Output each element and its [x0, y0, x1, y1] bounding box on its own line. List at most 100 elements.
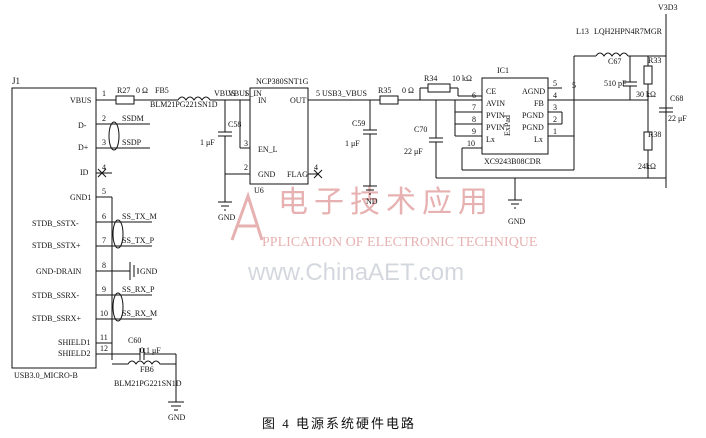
ic1-pin-number: 7: [472, 103, 476, 112]
connector-j1: J1 USB3.0_MICRO-B VBUS D- D+ ID GND1 STD…: [11, 76, 112, 380]
ic1-pin-name: AGND: [522, 87, 545, 96]
c59-value: 1 μF: [345, 139, 360, 148]
r33-ref: R33: [648, 56, 661, 65]
l13-part: LQH2HPN4R7MGR: [594, 27, 663, 36]
ic1-pin-name: FB: [534, 99, 544, 108]
c67-capacitor: C67 510 pF: [562, 56, 648, 101]
j1-pin-name: STDB_SSTX+: [32, 241, 81, 250]
c70-capacitor: C70 22 μF: [404, 100, 443, 178]
l13-inductor: L13 LQH2HPN4R7MGR: [573, 27, 666, 136]
c58-capacitor: C58 1 μF GND: [200, 100, 250, 222]
ic1-pin-name: PGND: [522, 111, 544, 120]
c70-value: 22 μF: [404, 147, 423, 156]
ic1-pin-number: 9: [472, 127, 476, 136]
j1-pin-number: 8: [102, 261, 106, 270]
net-ssdp: SSDP: [122, 138, 142, 147]
c60-capacitor: C60 0.1 μF: [112, 336, 176, 360]
net-ss-rx-p: SS_RX_P: [122, 285, 155, 294]
gnd-label: GND: [140, 267, 158, 276]
j1-pin-number: 9: [102, 285, 106, 294]
fb6-ref: FB6: [140, 365, 154, 374]
j1-pin-number: 1: [102, 89, 106, 98]
u6-pin-name: FLAG: [287, 170, 308, 179]
j1-pin-number: 10: [100, 309, 108, 318]
ic1-pin-number: 6: [472, 91, 476, 100]
ic1-pin-name: AVIN: [486, 99, 505, 108]
c68-capacitor: C68 22 μF: [604, 94, 687, 179]
gnd-label: GND: [508, 217, 526, 226]
watermark: 电子技术应用 PPLICATION OF ELECTRONIC TECHNIQU…: [230, 186, 537, 286]
j1-pin-number: 11: [100, 333, 108, 342]
l13-ref: L13: [576, 27, 589, 36]
ic1-pin-number: 4: [553, 91, 557, 100]
j1-pin-name: D+: [78, 143, 89, 152]
net-usb3-vbus: USB3_VBUS: [322, 89, 367, 98]
c60-value: 0.1 μF: [140, 346, 161, 355]
ic1-part: XC9243B08CDR: [484, 157, 542, 166]
ic1-epad: ExPad: [503, 115, 512, 136]
net-ssdm: SSDM: [122, 114, 144, 123]
r35-value: 0 Ω: [402, 86, 414, 95]
c59-capacitor: C59 1 μF ND: [345, 100, 378, 206]
j1-pin-number: 12: [100, 344, 108, 353]
ic1-pin-name: PVIN: [486, 111, 505, 120]
r27-resistor: R27 0 Ω: [112, 86, 148, 105]
ic1-buck-converter: IC1 XC9243B08CDR ExPad CE AVIN PVIN PVIN…: [436, 66, 604, 226]
u6-pin-name: EN_L: [258, 145, 278, 154]
r38-ref: R38: [648, 130, 661, 139]
fb6-ferrite-bead: FB6 BLM21PG221SN1D GND: [112, 354, 186, 422]
j1-pin-name: STDB_SSRX+: [32, 314, 81, 323]
fb6-part: BLM21PG221SN1D: [114, 379, 182, 388]
u6-pin-number: 2: [244, 163, 248, 172]
u6-pin-name: OUT: [290, 96, 307, 105]
ic1-pin-name: Lx: [486, 135, 495, 144]
c59-ref: C59: [352, 119, 365, 128]
u6-pin-number: 5: [316, 89, 320, 98]
figure-caption: 图 4 电源系统硬件电路: [262, 416, 416, 431]
u6-pin-number: 4: [314, 163, 318, 172]
watermark-cn: 电子技术应用: [278, 186, 494, 219]
ic1-pin-number: 10: [467, 139, 475, 148]
u6-pin-number: 1: [244, 89, 248, 98]
j1-pin-number: 4: [102, 163, 106, 172]
ic1-pin-number: 8: [472, 115, 476, 124]
c67-value: 510 pF: [604, 79, 627, 88]
c68-value: 22 μF: [668, 114, 687, 123]
j1-pin-name: D-: [78, 121, 87, 130]
ic1-pin-name: PVIN: [486, 123, 505, 132]
r27-ref: R27: [117, 86, 130, 95]
ic1-pin-number: 2: [553, 115, 557, 124]
u6-part: NCP380SNT1G: [256, 77, 309, 86]
net-ss-tx-p: SS_TX_P: [122, 236, 155, 245]
j1-pin-number: 2: [102, 114, 106, 123]
fb5-ref: FB5: [155, 86, 169, 95]
fb5-ferrite-bead: FB5 BLM21PG221SN1D VBUS VBUS_IN: [134, 86, 262, 109]
j1-pin-number: 3: [102, 138, 106, 147]
ic1-body: [481, 77, 549, 155]
u6-ref: U6: [254, 186, 264, 195]
usb3-vbus-net: USB3_VBUS: [308, 89, 380, 101]
gnd-label: GND: [168, 413, 186, 422]
r38-resistor: R38 24kΩ: [638, 130, 661, 178]
ic1-pin-name: CE: [486, 87, 496, 96]
r33-value: 30 kΩ: [636, 90, 656, 99]
gnd-label: GND: [218, 213, 236, 222]
ic1-pin-name: PGND: [522, 123, 544, 132]
ic1-pin-number: 5: [553, 79, 557, 88]
c58-value: 1 μF: [200, 138, 215, 147]
u6-pin-number: 3: [244, 139, 248, 148]
r38-value: 24kΩ: [638, 162, 656, 171]
j1-pin-number: 5: [102, 187, 106, 196]
j1-pin-name: GND-DRAIN: [36, 267, 82, 276]
net-vbus-in: VBUS_IN: [228, 89, 262, 98]
gnd-partial-label: ND: [366, 197, 378, 206]
r34-value: 10 kΩ: [452, 74, 472, 83]
j1-pin-number: 7: [102, 236, 106, 245]
ic1-ref: IC1: [497, 66, 509, 75]
connector-j1-body: [11, 87, 97, 369]
r33-resistor: R33 30 kΩ: [636, 56, 661, 132]
j1-nets: SSDM SSDP SS_TX_M SS_TX_P GND SS_RX_P SS…: [97, 114, 158, 360]
j1-pin-name: SHIELD2: [58, 349, 90, 358]
j1-pin-name: VBUS: [70, 96, 91, 105]
fb5-part: BLM21PG221SN1D: [150, 100, 218, 109]
